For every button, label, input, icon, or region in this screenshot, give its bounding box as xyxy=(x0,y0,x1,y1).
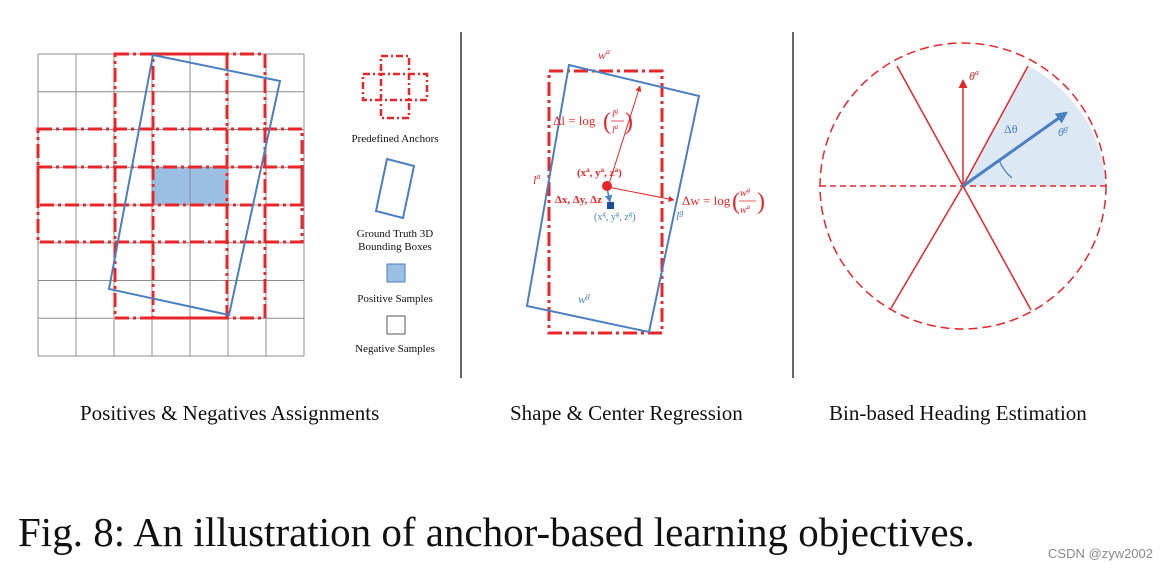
svg-text:θa: θa xyxy=(969,68,979,83)
legend-gt-label-1: Ground Truth 3D xyxy=(357,228,433,240)
svg-text:wg: wg xyxy=(740,186,751,199)
delta-theta-arc xyxy=(998,159,1013,179)
wa-sup: a xyxy=(606,47,610,56)
anchor-center-dot xyxy=(602,181,612,191)
anchor-center-label-2: , y xyxy=(590,167,602,179)
legend-anchor-icon xyxy=(361,54,429,120)
lg-label: l xyxy=(676,209,680,223)
svg-text:wa: wa xyxy=(740,203,751,216)
svg-text:wa: wa xyxy=(598,47,610,62)
anchor-center-label-3: , z xyxy=(604,167,615,179)
delta-w-num: w xyxy=(740,188,747,199)
assignment-legend: Predefined Anchors Ground Truth 3D Bound… xyxy=(351,54,439,355)
gt-center-dot xyxy=(607,202,614,209)
predefined-anchors xyxy=(36,52,304,320)
theta-g-sup: g xyxy=(1064,124,1068,133)
heading-title: Bin-based Heading Estimation xyxy=(829,401,1087,425)
theta-g-label: θ xyxy=(1058,125,1064,139)
delta-l-num-sup: g xyxy=(615,107,619,115)
wa-label: w xyxy=(598,48,606,62)
theta-g-vector xyxy=(962,111,1068,188)
bin-dividers xyxy=(889,65,1032,311)
svg-text:(xa, ya, za): (xa, ya, za) xyxy=(577,166,622,179)
delta-l-paren-close: ) xyxy=(625,109,633,135)
delta-w-den: w xyxy=(740,205,747,216)
gt-center-label: (x xyxy=(594,212,602,223)
svg-text:wg: wg xyxy=(578,291,590,306)
delta-w-formula: Δw = log ( wg wa ) xyxy=(682,186,765,216)
delta-theta-label: Δθ xyxy=(1004,122,1018,136)
anchor-center-label: (x xyxy=(577,167,587,179)
legend-negative-swatch xyxy=(386,315,406,335)
figure-caption: Fig. 8: An illustration of anchor-based … xyxy=(18,509,975,555)
legend-gt-icon xyxy=(374,157,416,220)
lg-arrow xyxy=(607,85,642,188)
delta-w-text: Δw = log xyxy=(682,193,731,208)
assignment-title: Positives & Negatives Assignments xyxy=(80,401,380,425)
heading-panel: θa θg Δθ xyxy=(819,42,1107,330)
target-bin-sector xyxy=(963,66,1106,186)
gt-center-label-3: , z xyxy=(619,212,629,223)
legend-positive-label: Positive Samples xyxy=(357,293,432,305)
delta-l-den: l xyxy=(612,125,615,136)
delta-l-paren-open: ( xyxy=(603,109,611,135)
wg-label: w xyxy=(578,292,586,306)
delta-l-num: l xyxy=(612,109,615,120)
anchor-center-sup-2: a xyxy=(601,166,605,174)
svg-text:lg: lg xyxy=(676,208,683,223)
gt-center-label-2: , y xyxy=(606,212,616,223)
gt-center-sup-2: g xyxy=(616,210,620,218)
svg-text:(xg, yg, zg): (xg, yg, zg) xyxy=(594,210,636,223)
anchor-center-sup-1: a xyxy=(586,166,590,174)
legend-negative-label: Negative Samples xyxy=(355,343,435,355)
delta-l-text: Δl = log xyxy=(553,113,596,128)
theta-a-label: θ xyxy=(969,69,975,83)
legend-positive-swatch xyxy=(386,263,406,283)
la-label: l xyxy=(533,173,537,187)
delta-w-paren-close: ) xyxy=(757,189,765,215)
theta-a-sup: a xyxy=(975,68,979,77)
delta-w-num-sup: g xyxy=(747,186,751,194)
gt-box xyxy=(525,63,701,334)
anchor-center-sup-3: a xyxy=(615,166,619,174)
svg-text:la: la xyxy=(533,172,540,187)
gt-center-sup-3: g xyxy=(629,210,633,218)
svg-text:lg: lg xyxy=(612,107,619,120)
svg-text:θg: θg xyxy=(1058,124,1068,139)
svg-text:la: la xyxy=(612,123,619,136)
delta-w-den-sup: a xyxy=(747,203,751,211)
ground-truth-box xyxy=(107,53,282,317)
anchor-box xyxy=(547,69,664,335)
regression-title: Shape & Center Regression xyxy=(510,401,743,425)
delta-w-paren-open: ( xyxy=(732,189,740,215)
gt-center-sup-1: g xyxy=(602,210,606,218)
legend-gt-label-2: Bounding Boxes xyxy=(358,241,432,253)
delta-l-den-sup: a xyxy=(615,123,619,131)
delta-xyz-label: Δx, Δy, Δz xyxy=(555,194,602,206)
la-sup: a xyxy=(536,172,540,181)
assignment-panel: Predefined Anchors Ground Truth 3D Bound… xyxy=(36,52,439,357)
delta-l-formula: Δl = log ( lg la ) xyxy=(553,107,633,136)
wg-sup: g xyxy=(586,291,590,300)
legend-anchors-label: Predefined Anchors xyxy=(351,133,438,145)
lg-sup: g xyxy=(679,208,683,217)
watermark: CSDN @zyw2002 xyxy=(1048,546,1153,561)
wg-arrow xyxy=(607,186,675,202)
regression-panel: wa la lg wg Δl = log ( lg la ) Δw = log … xyxy=(525,47,765,335)
